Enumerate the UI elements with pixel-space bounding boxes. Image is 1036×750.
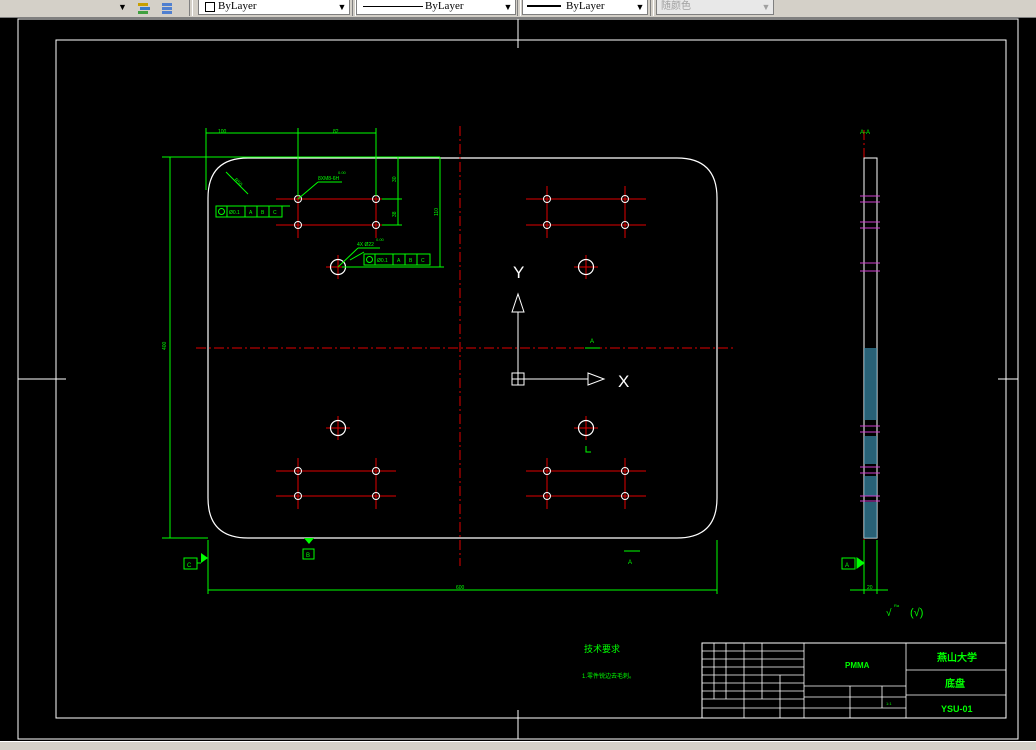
plotstyle-combo-value: 随颜色 [661,1,691,12]
roughness-note: (√) [910,607,923,619]
status-bar [0,741,1036,750]
chevron-down-icon[interactable]: ▼ [337,2,347,12]
roughness-value: Ra [894,603,900,608]
tech-req-line1: 1.零件锐边去毛刺。 [582,672,635,680]
section-label: A-A [860,130,870,136]
plotstyle-combo: 随颜色 ▼ [656,0,774,15]
datum-c-label: C [187,563,192,569]
tol-value-1: 0.00 [338,170,347,175]
linetype-combo[interactable]: ByLayer ▼ [356,0,516,15]
dim-overall-width: 600 [456,585,465,591]
ucs-icon [511,292,606,386]
title-part-name: 底盘 [945,677,965,690]
toolbar-separator [189,0,193,16]
dim-right-2: 38 [392,211,398,217]
fcf-2: Ø0.1 A B C [363,253,431,266]
title-school: 燕山大学 [937,651,977,664]
chevron-down-icon[interactable]: ▼ [503,2,513,12]
tech-req-title: 技术要求 [584,643,620,654]
radius-label: R50 [233,177,244,188]
fcf2-datum-c: C [421,258,425,264]
lineweight-combo-value: ByLayer [566,0,605,12]
centering-marks [18,19,1018,739]
hole-callout-1: 8XM8-6H [318,176,340,182]
datum-b: B [302,538,315,560]
fcf1-datum-c: C [273,210,277,216]
fcf2-datum-b: B [409,258,413,264]
dimension-lines [162,128,718,594]
fcf1-tolerance: Ø0.1 [229,210,240,216]
fcf-1: Ø0.1 A B C [215,205,283,218]
plate-outline [207,157,718,539]
dim-right-3: 110 [434,208,440,216]
datum-c: C [183,553,208,570]
toolbar-separator [650,0,654,16]
properties-toolbar: ▼ ByLayer ▼ ByLayer ▼ ByLayer ▼ 随颜色 ▼ [0,0,1036,18]
roughness-symbol: √ [886,607,892,619]
color-combo-value: ByLayer [218,0,257,12]
datum-b-label: B [306,553,310,559]
axis-y-label: Y [513,263,524,282]
title-block: PMMA 燕山大学 底盘 YSU-01 1:1 [701,642,1007,719]
side-dim: 20 [867,585,873,591]
color-combo[interactable]: ByLayer ▼ [198,0,350,15]
hole-callout-2: 4X Ø22 [357,242,374,248]
dim-right-1: 30 [392,176,398,182]
lineweight-preview [527,5,561,7]
title-drawing-no: YSU-01 [941,704,973,714]
layer-previous-icon[interactable] [159,0,175,15]
linetype-preview [363,6,423,7]
section-marker-bottom: A [628,560,632,566]
fcf2-datum-a: A [397,258,401,264]
chevron-down-icon: ▼ [761,2,771,12]
section-marker-top: A [590,339,594,345]
tapped-holes [276,186,646,509]
layer-states-icon[interactable] [136,0,152,15]
color-swatch [205,2,215,12]
drawing-canvas[interactable]: Y X 100 82 400 600 30 38 110 R50 8XM8-6H… [0,18,1036,741]
chevron-down-icon[interactable]: ▼ [635,2,645,12]
title-scale: 1:1 [886,701,892,706]
dropdown-arrow-icon[interactable]: ▼ [118,2,127,12]
datum-a-side: A [845,563,849,569]
tol-value-2: 0.00 [376,237,385,242]
linetype-combo-value: ByLayer [425,0,464,12]
toolbar-separator [352,0,356,16]
dim-top-2: 82 [333,129,339,135]
toolbar-separator [517,0,521,16]
dim-overall-height: 400 [162,341,168,350]
fcf2-tolerance: Ø0.1 [377,258,388,264]
center-lines [196,126,865,566]
dim-top-1: 100 [218,129,227,135]
fcf1-datum-b: B [261,210,265,216]
fcf1-datum-a: A [249,210,253,216]
section-markers: A A [585,339,640,566]
lineweight-combo[interactable]: ByLayer ▼ [522,0,648,15]
axis-x-label: X [618,372,629,391]
side-view: A-A A 20 √ Ra (√) [841,130,923,619]
title-material: PMMA [845,661,870,670]
